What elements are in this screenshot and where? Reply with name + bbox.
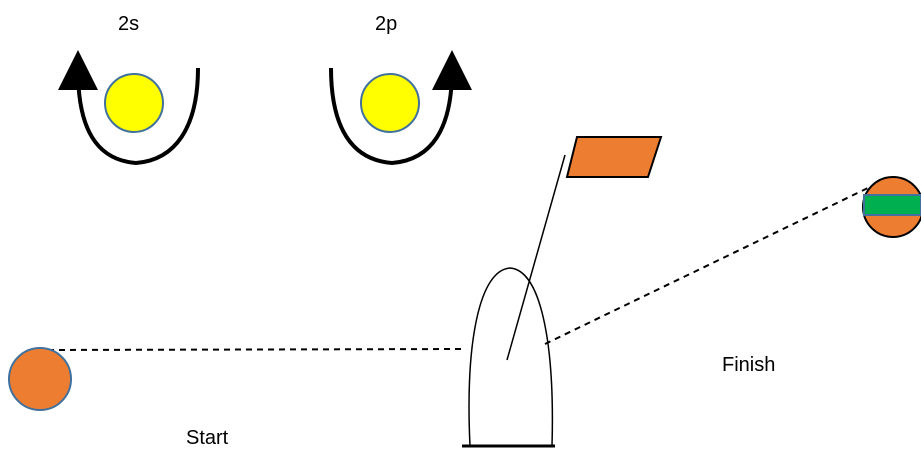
turn-arrow-port <box>329 50 472 166</box>
start-mark <box>8 347 72 411</box>
start-label: Start <box>186 427 229 449</box>
finish-mark-green-band <box>863 194 921 216</box>
flag-pole <box>506 154 566 361</box>
finish-line <box>544 185 873 345</box>
penalty-port-label: 2p <box>375 13 398 35</box>
finish-mark <box>862 176 921 238</box>
yellow-mark-port <box>360 73 420 133</box>
penalty-starboard-label: 2s <box>118 13 140 35</box>
start-line <box>47 348 466 351</box>
finish-label: Finish <box>722 354 776 376</box>
yellow-mark-starboard <box>104 73 164 133</box>
penalty-turn-port <box>329 50 472 166</box>
boat-hull <box>468 267 554 447</box>
committee-boat <box>462 136 663 448</box>
penalty-turn-starboard <box>58 50 200 166</box>
orange-flag <box>565 136 663 178</box>
turn-arrow-starboard <box>58 50 200 166</box>
